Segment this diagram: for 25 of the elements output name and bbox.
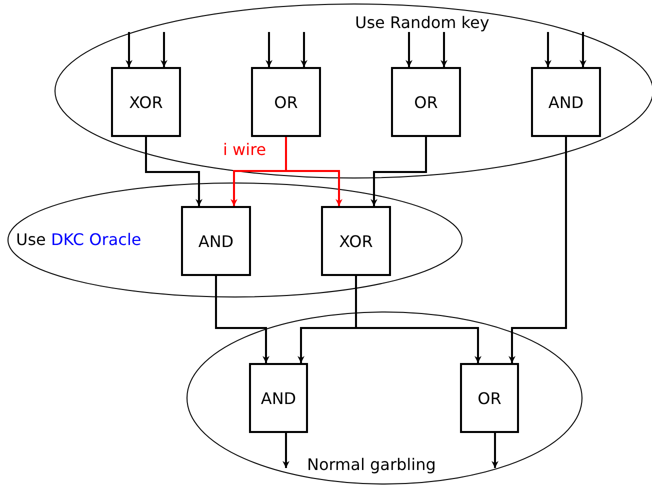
gate-box: AND [249, 363, 308, 433]
gate-box: OR [391, 67, 461, 137]
wire-arrow [145, 137, 202, 206]
wire-arrow [300, 32, 308, 67]
wire-arrow [126, 32, 132, 67]
gate-box: AND [181, 206, 251, 276]
group-label: Use Random key [355, 13, 490, 32]
wire-arrow [406, 32, 412, 67]
gate-box: XOR [111, 67, 181, 137]
wire-arrow [215, 276, 270, 363]
wire-arrow [440, 32, 448, 67]
wire-arrow [160, 32, 168, 67]
wire-arrow [266, 32, 272, 67]
wire-arrow [370, 137, 427, 206]
gate-box: XOR [321, 206, 391, 276]
group-label: Normal garbling [307, 455, 436, 474]
gate-box: OR [460, 363, 519, 433]
gate-box: OR [251, 67, 321, 137]
wire-arrow [508, 137, 567, 363]
wire-arrow [544, 32, 552, 67]
wire-arrow [282, 433, 290, 468]
gate-box: AND [531, 67, 601, 137]
wire-arrow [580, 32, 586, 67]
wire-arrow [492, 433, 498, 468]
group-label: Use DKC Oracle [16, 230, 142, 249]
